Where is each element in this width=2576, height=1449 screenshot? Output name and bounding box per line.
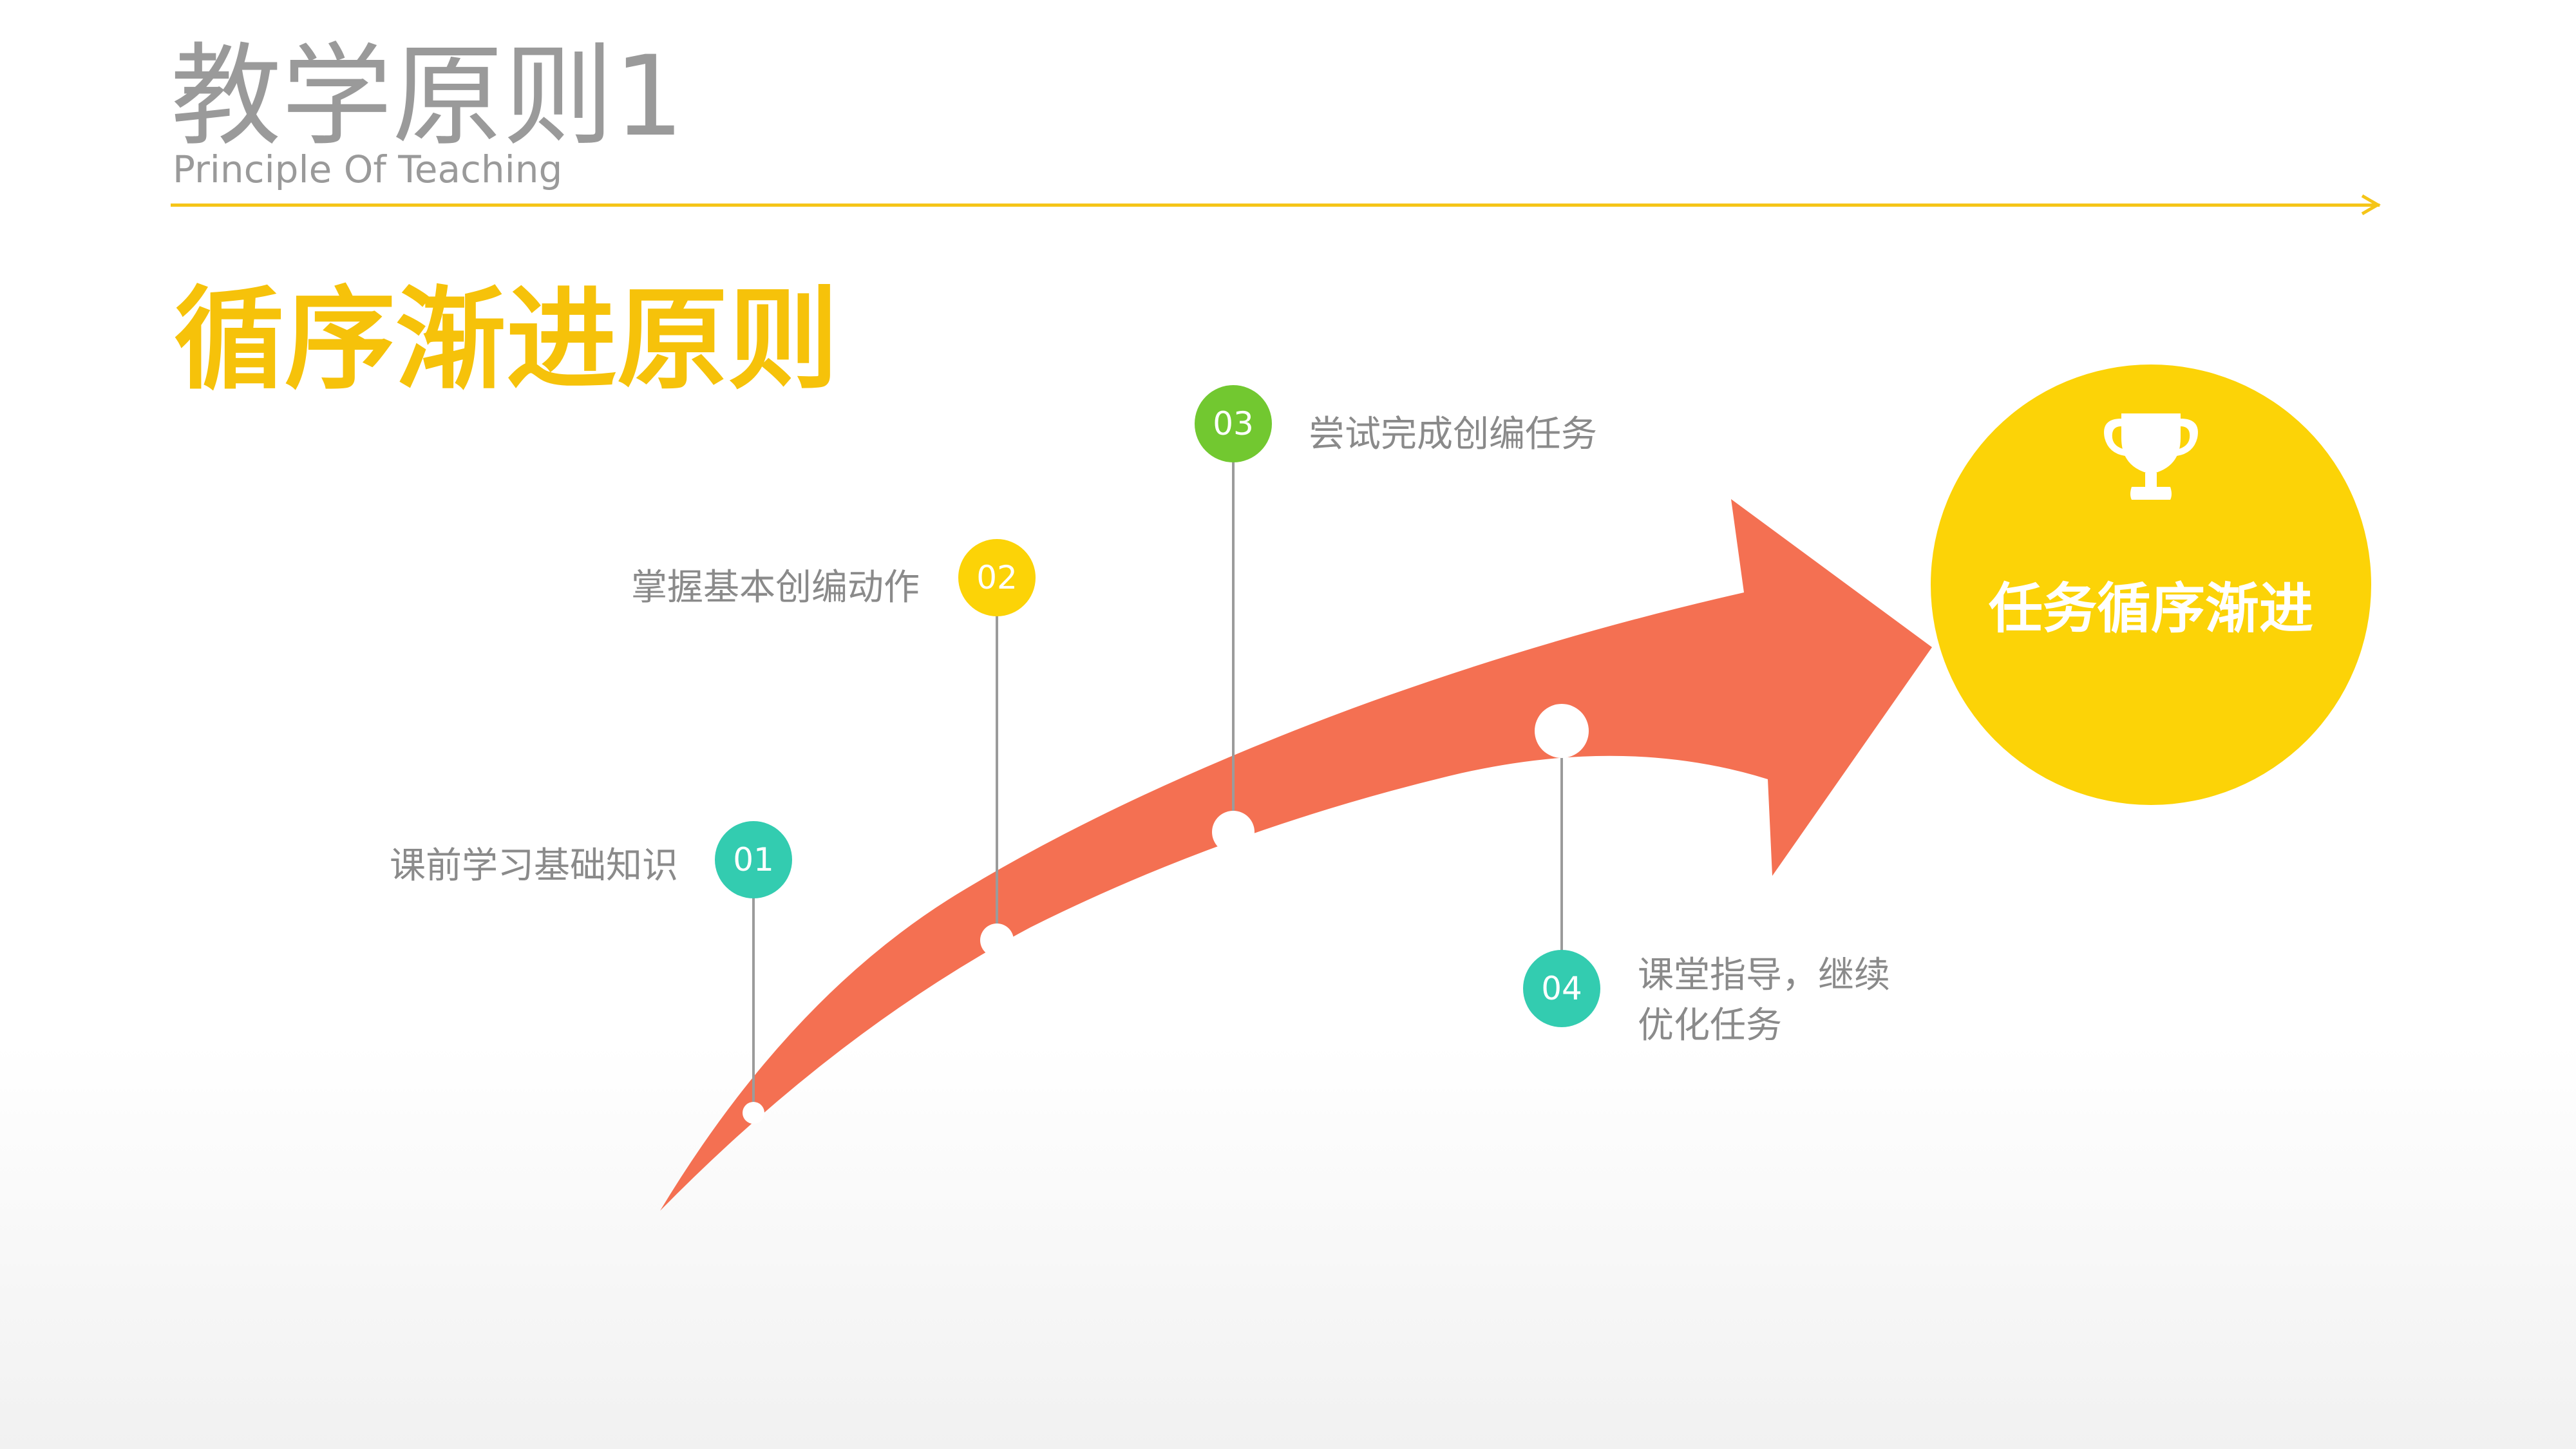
step-label-01: 课前学习基础知识 [390, 845, 678, 887]
progress-arrow [660, 499, 1932, 1211]
step-label-04-line-2: 优化任务 [1638, 1005, 1782, 1046]
arrow-dot-04 [1535, 704, 1589, 758]
step-badge-03 [1195, 385, 1272, 462]
step-number-01: 01 [733, 841, 774, 878]
header-arrow-icon [2361, 194, 2381, 216]
page-title: 教学原则1 [171, 32, 685, 161]
header-divider [171, 204, 2380, 207]
arrow-dot-02 [980, 923, 1014, 957]
page-subtitle: Principle Of Teaching [173, 147, 563, 191]
section-title: 循序渐进原则 [174, 275, 838, 404]
step-number-04: 04 [1541, 970, 1582, 1007]
goal-label: 任务循序渐进 [1988, 577, 2313, 640]
step-badge-04 [1523, 950, 1600, 1027]
goal-circle [1931, 365, 2371, 805]
arrow-dot-01 [743, 1102, 764, 1124]
step-badge-02 [958, 539, 1036, 616]
step-number-02: 02 [976, 559, 1018, 596]
trophy-icon [2104, 413, 2198, 500]
step-number-03: 03 [1213, 405, 1254, 442]
arrow-dot-03 [1212, 811, 1255, 853]
step-label-03: 尝试完成创编任务 [1309, 413, 1597, 455]
step-label-02: 掌握基本创编动作 [631, 567, 920, 609]
step-badge-01 [715, 821, 792, 898]
step-label-04-line-1: 课堂指导，继续 [1638, 954, 1890, 996]
